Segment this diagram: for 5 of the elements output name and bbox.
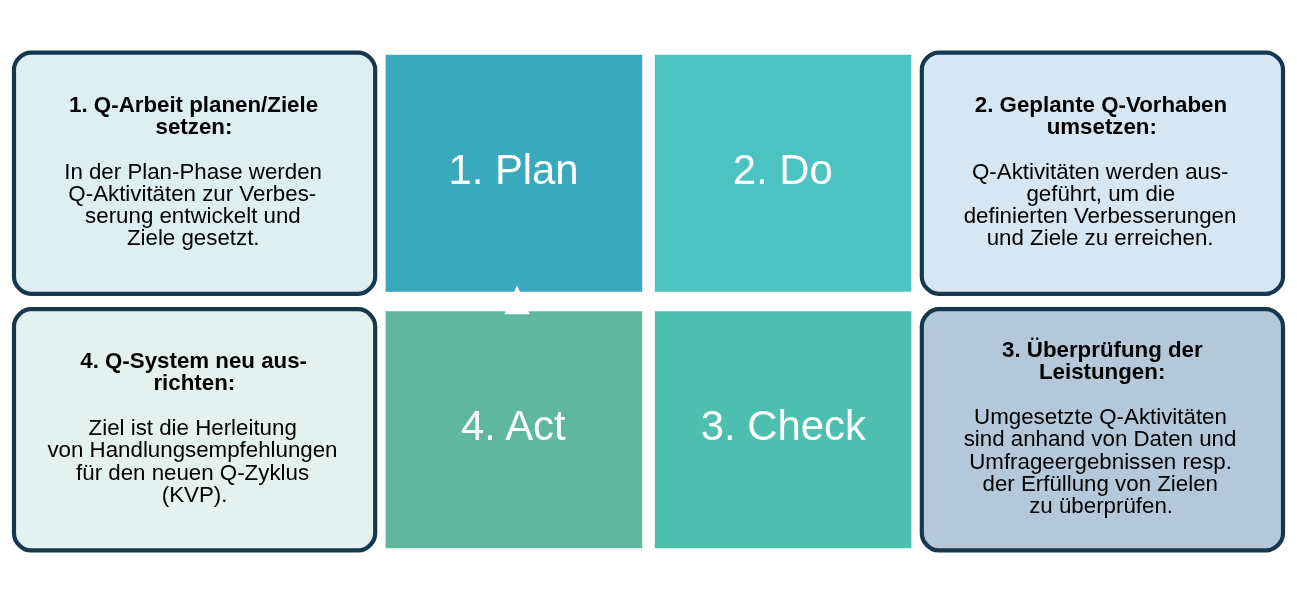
arrow — [504, 285, 530, 315]
node-box: 2. Geplante Q-Vorhaben umsetzen: Q-Aktivitäten werden aus- geführt, um die definierten Verbesserungen und Ziele zu erreichen. — [919, 50, 1286, 296]
node-box: 3. Überprüfung der Leistungen: Umgesetzte Q-Aktivitäten sind anhand von Daten und Umfrageergebnissen resp. der Erfüllung von Zielen zu überprüfen. — [919, 307, 1286, 553]
node-box: 4. Q-System neu aus- richten: Ziel ist die Herleitung von Handlungsempfehlungen für den neuen Q-Zyklus (KVP). — [11, 307, 378, 553]
node-box: 1. Q-Arbeit planen/Ziele setzen: In der Plan-Phase werden Q-Aktivitäten zur Verbes- serung entwickelt und Ziele gesetzt. — [11, 50, 378, 296]
